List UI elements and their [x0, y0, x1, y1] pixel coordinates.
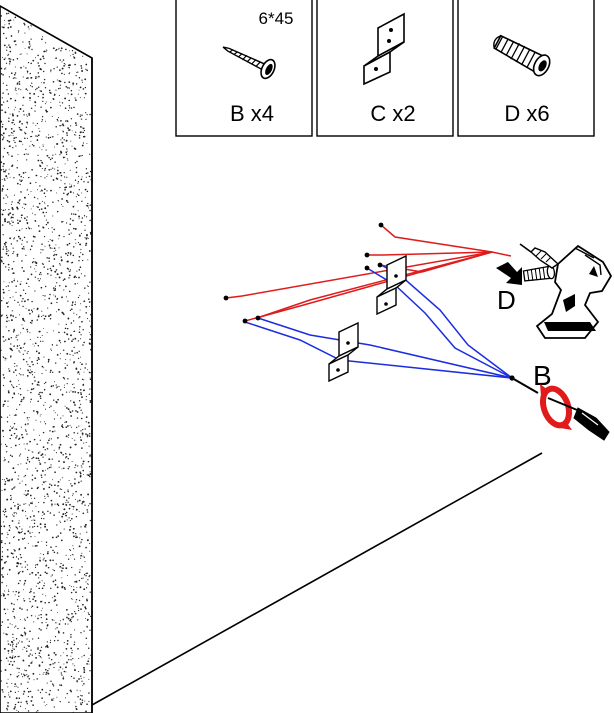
part-box-c: C x2: [316, 0, 454, 137]
screw-icon: [509, 375, 539, 394]
parts-panel: 6*45 B x4 C x2: [175, 0, 595, 137]
hole-markers: [223, 222, 384, 324]
wall-plug-icon: [493, 34, 551, 77]
mounted-bracket-upper: [376, 254, 407, 316]
part-label-c: C x2: [370, 101, 415, 126]
screwdriver-icon: [547, 397, 610, 441]
wall: [0, 5, 93, 713]
rotate-clockwise-icon: [539, 384, 573, 430]
part-label-b: B x4: [230, 101, 274, 126]
wall-face: [0, 5, 93, 713]
floor-line: [91, 452, 543, 706]
drill-icon: [519, 243, 613, 339]
part-box-d: D x6: [457, 0, 595, 137]
part-spec: 6*45: [259, 9, 294, 28]
angle-bracket-icon: [363, 12, 405, 86]
dowel-insert-arrow-icon: [496, 262, 522, 285]
screw-callout-label: B: [533, 360, 552, 391]
wall-plug-icon: [522, 265, 556, 282]
part-label-d: D x6: [504, 101, 549, 126]
wall-texture: [0, 12, 92, 713]
dowel-callout-label: D: [497, 285, 516, 315]
screw-icon: [222, 46, 276, 80]
mounted-bracket-lower: [328, 321, 359, 383]
part-box-b: 6*45 B x4: [175, 0, 313, 137]
drill-guide-lines: [225, 224, 512, 322]
